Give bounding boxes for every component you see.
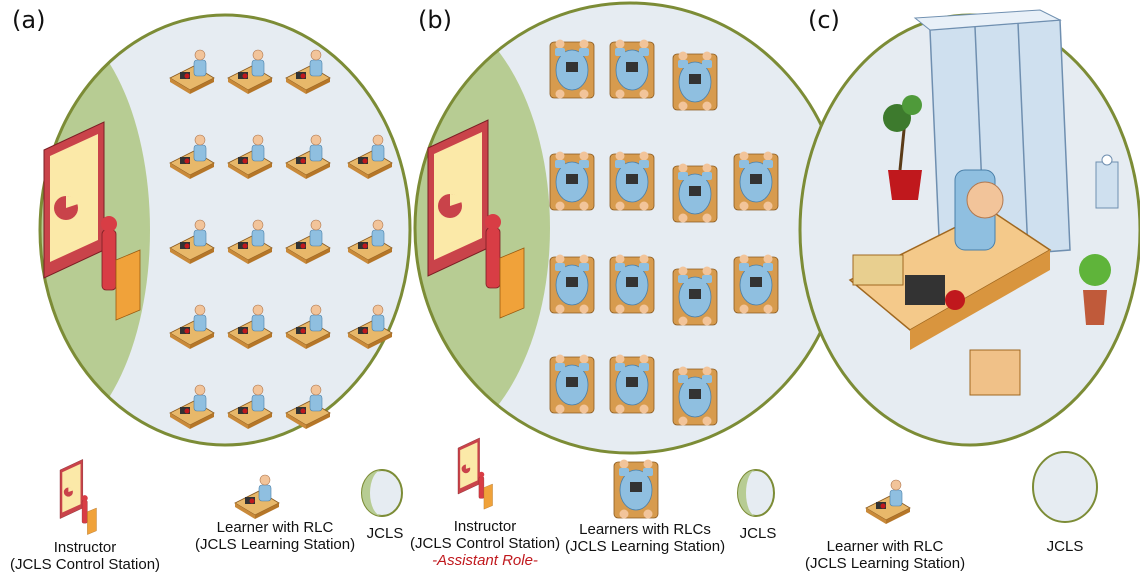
legend-learner-a: Learner with RLC (JCLS Learning Station) [195,519,355,553]
legend-learner-c: Learner with RLC (JCLS Learning Station) [805,538,965,572]
plant-icon [883,95,922,200]
legend-group-icon [613,459,659,519]
caption-role: -Assistant Role- [432,552,538,569]
legend-jcls-a: JCLS [366,525,404,542]
legend-learners-b: Learners with RLCs (JCLS Learning Statio… [565,521,725,555]
caption-line: Learners with RLCs [579,521,711,538]
panel-a [38,13,412,447]
legend-learner-icon [865,479,911,525]
legend-jcls-icon [1032,451,1098,523]
learner-group-icon [549,354,595,414]
legend-jcls-icon [361,469,403,517]
potted-plant-icon [1079,254,1111,325]
caption-line: Learner with RLC [216,519,334,536]
learner-group-icon [733,254,779,314]
panel-label-b: (b) [418,6,452,34]
legend-instructor-a: Instructor (JCLS Control Station) [0,539,170,573]
caption-line: Instructor [453,518,517,535]
learner-group-icon [672,163,718,223]
desk-with-learner-icon [848,169,1052,396]
legend-instructor-icon [59,459,97,535]
panel-label-c: (c) [808,6,840,34]
caption-line: Learner with RLC [826,538,944,555]
learner-group-icon [609,151,655,211]
caption-line: (JCLS Control Station) [9,556,161,573]
legend-jcls-c: JCLS [1046,538,1084,555]
clipboard-icon [1095,154,1119,209]
caption-line: Instructor [53,539,117,556]
learner-group-icon [672,51,718,111]
learner-group-icon [549,39,595,99]
caption-line: (JCLS Control Station) [410,535,561,552]
panel-label-a: (a) [12,6,46,34]
caption-line: (JCLS Learning Station) [195,536,356,553]
legend-learner-icon [234,474,280,520]
learner-group-icon [609,254,655,314]
learner-group-icon [672,266,718,326]
learner-group-icon [549,151,595,211]
legend-instructor-b: Instructor (JCLS Control Station) -Assis… [410,518,560,569]
learner-group-icon [609,354,655,414]
caption-line: (JCLS Learning Station) [565,538,726,555]
caption-line: (JCLS Learning Station) [805,555,966,572]
legend-jcls-icon [737,469,775,517]
learner-group-icon [549,254,595,314]
learner-group-icon [733,151,779,211]
legend-instructor-icon [457,437,493,510]
learner-group-icon [672,366,718,426]
learner-group-icon [609,39,655,99]
panel-c [798,9,1140,447]
legend-jcls-b: JCLS [739,525,777,542]
